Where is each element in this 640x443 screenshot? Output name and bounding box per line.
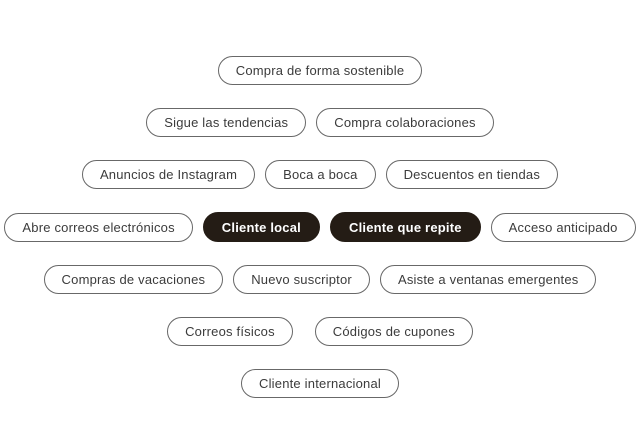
- tag-chip-label: Abre correos electrónicos: [22, 219, 175, 235]
- tag-row: Sigue las tendencias Compra colaboracione…: [146, 108, 494, 137]
- tag-chip-label: Boca a boca: [283, 167, 358, 182]
- tag-chip-label: Acceso anticipado: [508, 219, 618, 235]
- tag-chip[interactable]: Acceso anticipado: [490, 212, 636, 242]
- tag-chip-label: Anuncios de Instagram: [99, 167, 238, 182]
- tag-chip-label: Cliente local: [221, 219, 301, 235]
- tag-chip[interactable]: Códigos de cupones: [314, 317, 473, 346]
- tag-chip-label: Cliente internacional: [259, 376, 381, 391]
- tag-chip-label: Compra colaboraciones: [334, 115, 476, 130]
- tag-chip[interactable]: Sigue las tendencias: [146, 108, 307, 137]
- tag-chip[interactable]: Nuevo suscriptor: [233, 265, 370, 294]
- tag-chip-label: Correos físicos: [185, 324, 275, 339]
- tag-chip[interactable]: Compra de forma sostenible: [217, 56, 423, 85]
- tag-chip[interactable]: Cliente internacional: [241, 369, 399, 398]
- tag-chip[interactable]: Boca a boca: [265, 160, 376, 189]
- tag-chip-label: Sigue las tendencias: [164, 115, 289, 130]
- tag-chip-selected[interactable]: Cliente local: [202, 212, 320, 242]
- tag-chip[interactable]: Descuentos en tiendas: [385, 160, 559, 189]
- tag-chip[interactable]: Abre correos electrónicos: [4, 212, 193, 242]
- tag-chip-label: Códigos de cupones: [332, 324, 455, 339]
- tag-row: Compras de vacaciones Nuevo suscriptor Asi…: [43, 265, 597, 294]
- tag-chip[interactable]: Asiste a ventanas emergentes: [379, 265, 597, 294]
- tag-row: Anuncios de Instagram Boca a boca Descuent…: [81, 160, 559, 189]
- tag-row: Correos físicos Códigos de cupones: [167, 317, 473, 346]
- tag-chip[interactable]: Compra colaboraciones: [316, 108, 494, 137]
- tag-row: Abre correos electrónicos Cliente local Cl…: [4, 212, 636, 242]
- tag-row: Cliente internacional: [241, 369, 399, 398]
- tag-chip[interactable]: Compras de vacaciones: [43, 265, 224, 294]
- tag-chip-label: Compra de forma sostenible: [235, 63, 405, 78]
- tag-chip-label: Asiste a ventanas emergentes: [397, 272, 579, 287]
- tag-chip-label: Compras de vacaciones: [61, 272, 206, 287]
- tag-chip[interactable]: Anuncios de Instagram: [81, 160, 256, 189]
- tag-chip-label: Descuentos en tiendas: [403, 167, 541, 182]
- tag-chip-label: Nuevo suscriptor: [251, 272, 352, 287]
- tag-row: Compra de forma sostenible: [217, 56, 423, 85]
- tag-chip[interactable]: Correos físicos: [167, 317, 293, 346]
- tag-chip-selected[interactable]: Cliente que repite: [329, 212, 481, 242]
- tag-chip-label: Cliente que repite: [348, 219, 462, 235]
